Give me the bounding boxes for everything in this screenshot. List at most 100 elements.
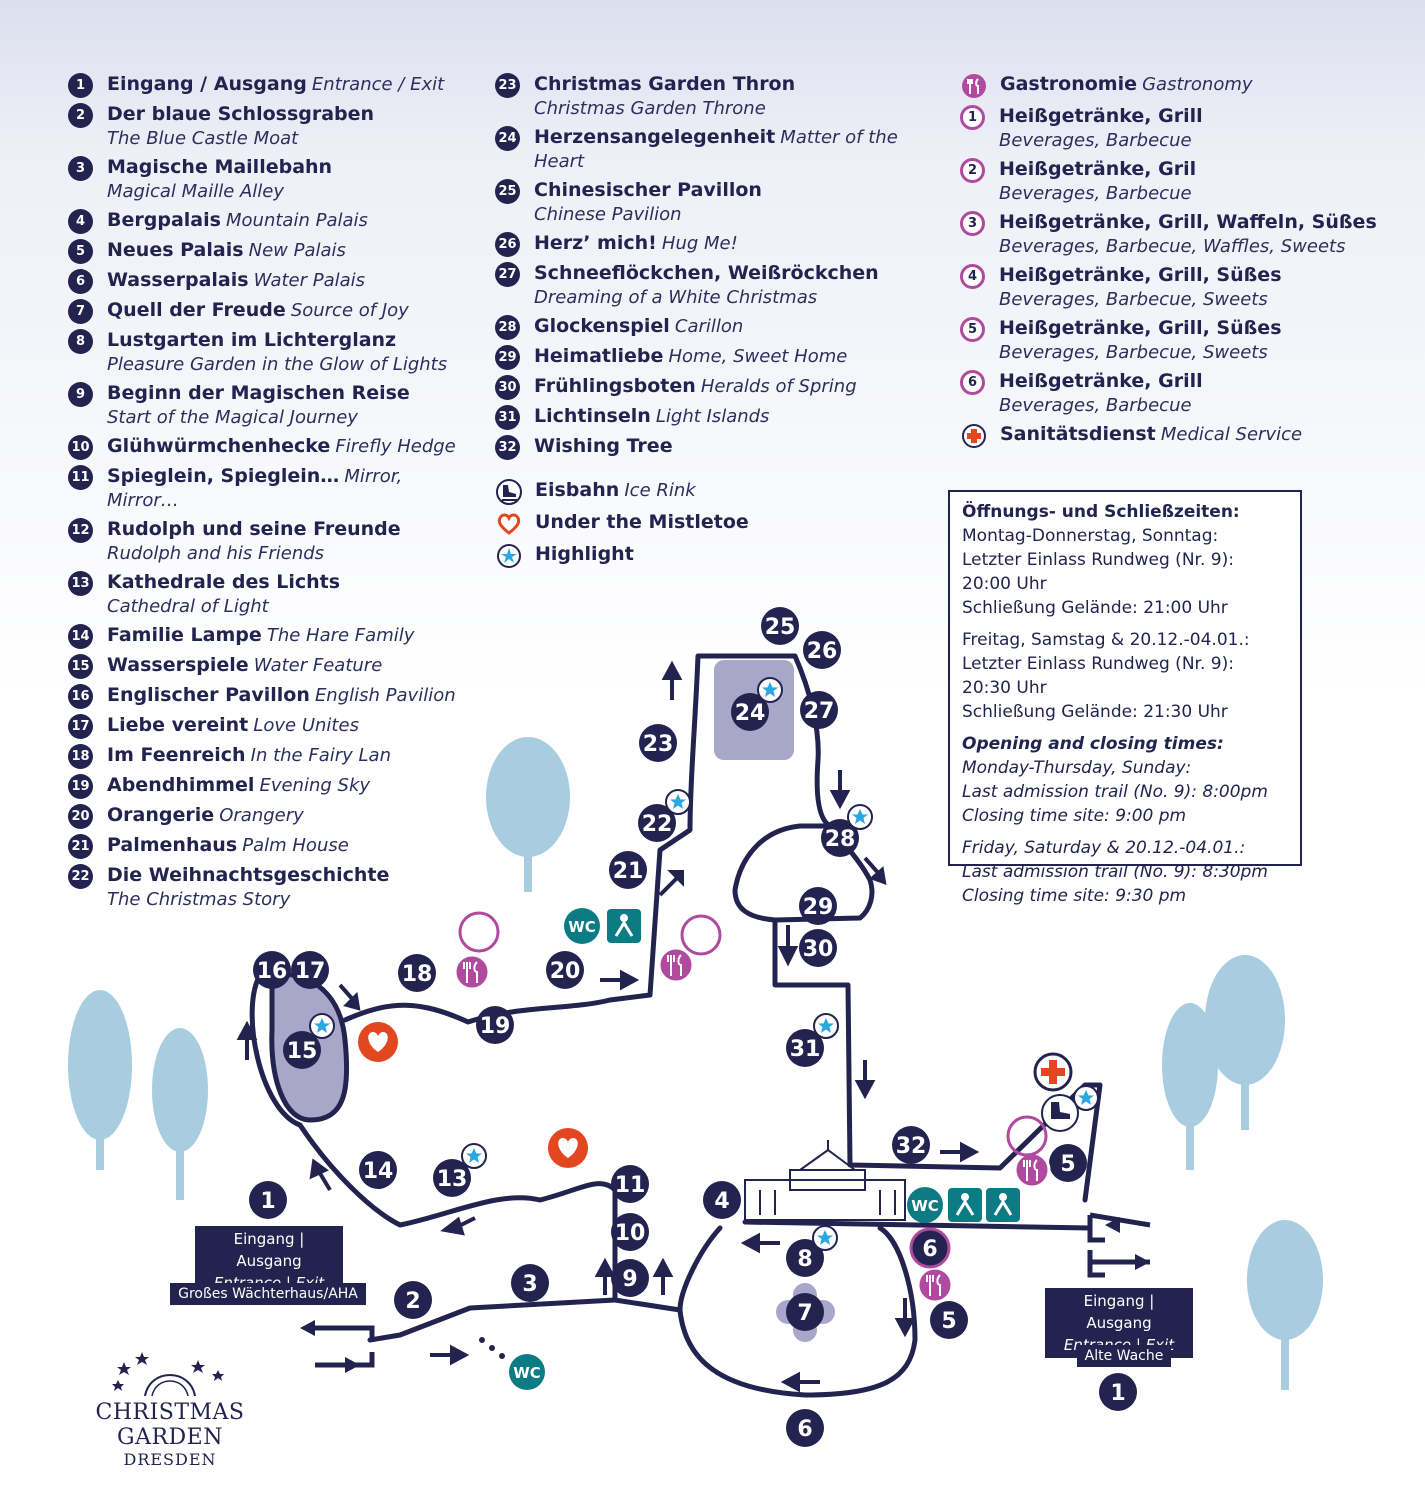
gastro-ring [909, 1227, 951, 1269]
map-station-number: 32 [896, 1134, 927, 1159]
map-station-marker: 32 [892, 1126, 930, 1164]
map-station-number: 26 [807, 639, 838, 664]
legend-label-en: Firefly Hedge [335, 436, 456, 457]
map-station-marker: 26 [803, 631, 841, 669]
map-station-number: 19 [480, 1014, 511, 1039]
legend-label-de: Heißgetränke, Grill, Süßes [999, 317, 1282, 339]
legend-label-de: Spieglein, Spieglein… [107, 465, 340, 487]
gastro-number-badge: 1 [960, 105, 985, 130]
station-number-badge: 10 [68, 435, 93, 460]
map-station-marker: 24 [731, 693, 769, 731]
legend-label-de: Schneeflöckchen, Weißröckchen [534, 262, 879, 284]
legend-label-de: Herz’ mich! [534, 232, 657, 254]
map-station-marker: 18 [398, 954, 436, 992]
map-station-number: 5 [941, 1309, 956, 1334]
map-station-marker: 17 [291, 951, 329, 989]
legend-label-de: Highlight [535, 543, 634, 565]
map-station-marker: 15 [283, 1031, 321, 1069]
map-station-number: 9 [622, 1267, 637, 1292]
wc-label: WC [568, 918, 596, 936]
map-station-number: 20 [550, 959, 581, 984]
legend-label-de: Kathedrale des Lichts [107, 571, 341, 593]
star-icon [1073, 1085, 1099, 1111]
legend-label-en: Dreaming of a White Christmas [534, 287, 818, 308]
legend-label-de: Heimatliebe [534, 345, 664, 367]
legend-label-en: Beverages, Barbecue [999, 183, 1192, 204]
map-station-number: 6 [922, 1237, 937, 1262]
legend-label-en: Pleasure Garden in the Glow of Lights [107, 354, 448, 375]
wc-label: WC [513, 1364, 541, 1382]
station-number-badge: 25 [495, 179, 520, 204]
map-station-marker: 2 [394, 1281, 432, 1319]
legend-label-en: Palm House [242, 835, 349, 856]
station-number-badge: 8 [68, 329, 93, 354]
map-station-marker: 1 [1099, 1373, 1137, 1411]
legend-label-de: Sanitätsdienst [1000, 423, 1156, 445]
map-station-number: 1 [260, 1189, 275, 1214]
hours-de-1-line: Letzter Einlass Rundweg (Nr. 9): 20:00 U… [962, 550, 1234, 594]
legend-label-de: Familie Lampe [107, 624, 262, 646]
map-station-number: 29 [803, 895, 834, 920]
gastro-number-badge: 6 [960, 370, 985, 395]
station-number-badge: 29 [495, 345, 520, 370]
station-number-badge: 15 [68, 654, 93, 679]
gastro-number-badge: 3 [960, 211, 985, 236]
legend-label-de: Liebe vereint [107, 714, 249, 736]
map-station-marker: 6 [911, 1229, 949, 1267]
legend-label-de: Orangerie [107, 804, 215, 826]
legend-symbol-item: Under the Mistletoe [495, 510, 935, 538]
station-number-badge: 19 [68, 774, 93, 799]
map-station-number: 24 [735, 701, 766, 726]
station-number-badge: 1 [68, 73, 93, 98]
legend-label-de: Abendhimmel [107, 774, 255, 796]
legend-label-de: Palmenhaus [107, 834, 238, 856]
legend-symbol-item: Eisbahn Ice Rink [495, 478, 935, 506]
station-number-badge: 24 [495, 126, 520, 151]
hours-de-2-line: Letzter Einlass Rundweg (Nr. 9): 20:30 U… [962, 654, 1234, 698]
station-number-badge: 23 [495, 73, 520, 98]
station-number-badge: 9 [68, 382, 93, 407]
fork-knife-icon [960, 72, 988, 100]
wc-label: WC [911, 1197, 939, 1215]
hours-en-1-line: Closing time site: 9:00 pm [962, 806, 1187, 826]
legend-label-en: Matter of the Heart [534, 127, 898, 172]
star-icon [461, 1143, 487, 1169]
map-station-number: 15 [287, 1039, 318, 1064]
map-station-number: 6 [797, 1417, 812, 1442]
legend-label-en: Water Palais [253, 270, 366, 291]
map-station-number: 18 [402, 962, 433, 987]
legend-gastro-header: Gastronomie Gastronomy [960, 72, 1400, 100]
christmas-garden-logo: CHRISTMAS GARDEN DRESDEN [40, 1348, 300, 1469]
station-number-badge: 12 [68, 518, 93, 543]
legend-label-en: Entrance / Exit [311, 74, 445, 95]
legend-label-en: Home, Sweet Home [668, 346, 848, 367]
station-number-badge: 26 [495, 232, 520, 257]
legend-label-en: Love Unites [253, 715, 359, 736]
legend-label-en: Hug Me! [661, 233, 738, 254]
gastro-ring [680, 914, 722, 956]
map-station-marker: 30 [799, 929, 837, 967]
wc-icon: WC [509, 1354, 545, 1390]
star-icon [812, 1225, 838, 1251]
legend-label-en: Carillon [674, 316, 744, 337]
legend-label-de: Glockenspiel [534, 315, 670, 337]
legend-label-de: Wishing Tree [534, 435, 673, 457]
gastro-number-badge: 5 [960, 317, 985, 342]
legend-label-en: Beverages, Barbecue [999, 395, 1192, 416]
gastro-ring [458, 911, 500, 953]
legend-label-en: Christmas Garden Throne [534, 98, 766, 119]
legend-label-en: Magical Maille Alley [107, 181, 285, 202]
